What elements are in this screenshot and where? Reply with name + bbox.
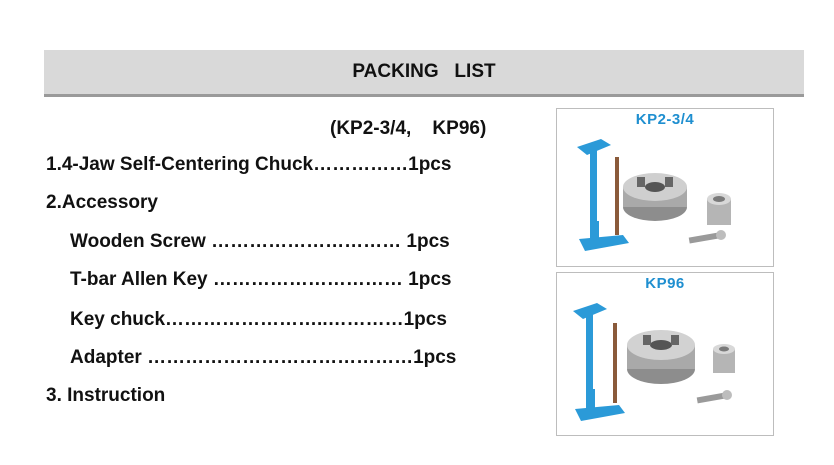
key-chuck-icon xyxy=(615,157,619,235)
kp2-accessories-illustration xyxy=(577,139,731,251)
product-image-kp2: KP2-3/4 xyxy=(556,108,774,267)
list-item-chuck: 1.4-Jaw Self-Centering Chuck……………1pcs xyxy=(46,154,452,175)
panel-label-kp96: KP96 xyxy=(645,275,685,292)
adapter-icon xyxy=(713,344,735,373)
chuck-icon xyxy=(627,330,695,384)
packing-list-header: PACKING LIST xyxy=(44,50,804,97)
panel-label-kp2: KP2-3/4 xyxy=(635,111,695,128)
list-item-allen-key: T-bar Allen Key ………………………… 1pcs xyxy=(70,269,452,290)
t-bar-allen-key-icon xyxy=(573,303,625,421)
models-line: (KP2-3/4, KP96) xyxy=(330,118,487,139)
product-image-kp96: KP96 xyxy=(556,272,774,436)
list-item-key-chuck: Key chuck……………………..…………1pcs xyxy=(70,309,447,330)
page-title: PACKING LIST xyxy=(352,61,496,82)
adapter-icon xyxy=(707,193,731,225)
chuck-icon xyxy=(623,173,687,221)
wooden-screw-icon xyxy=(696,390,732,404)
kp96-accessories-illustration xyxy=(573,303,735,421)
list-item-wooden-screw: Wooden Screw ………………………… 1pcs xyxy=(70,231,450,252)
list-item-instruction: 3. Instruction xyxy=(46,385,166,406)
wooden-screw-icon xyxy=(688,230,726,244)
list-item-accessory-heading: 2.Accessory xyxy=(46,192,158,213)
key-chuck-icon xyxy=(613,323,617,403)
list-item-adapter: Adapter ……………………………………1pcs xyxy=(70,347,457,368)
t-bar-allen-key-icon xyxy=(577,139,629,251)
